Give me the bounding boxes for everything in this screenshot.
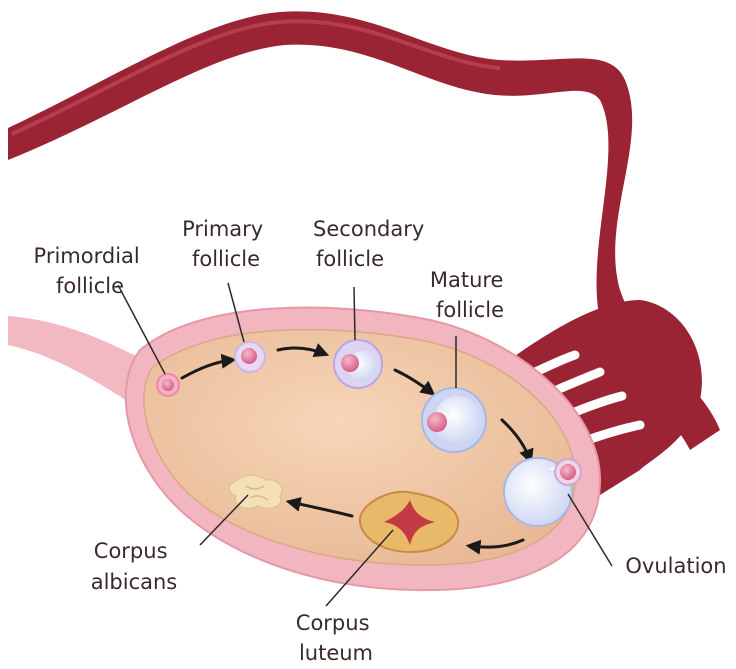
- label-primary-follicle: Primary follicle: [182, 217, 270, 271]
- secondary-follicle: [334, 340, 382, 388]
- label-ovulation: Ovulation: [625, 554, 726, 578]
- mature-follicle: [422, 388, 486, 452]
- label-corpus-albicans: Corpus albicans: [91, 539, 178, 594]
- label-secondary-follicle: Secondary follicle: [313, 217, 431, 271]
- corpus-albicans: [229, 475, 282, 508]
- leader-secondary: [354, 287, 355, 340]
- primordial-follicle: [157, 374, 179, 396]
- label-corpus-luteum: Corpus luteum: [296, 611, 376, 665]
- label-mature-follicle: Mature follicle: [430, 268, 510, 322]
- primary-follicle: [235, 342, 265, 372]
- label-primordial-follicle: Primordial follicle: [34, 244, 147, 298]
